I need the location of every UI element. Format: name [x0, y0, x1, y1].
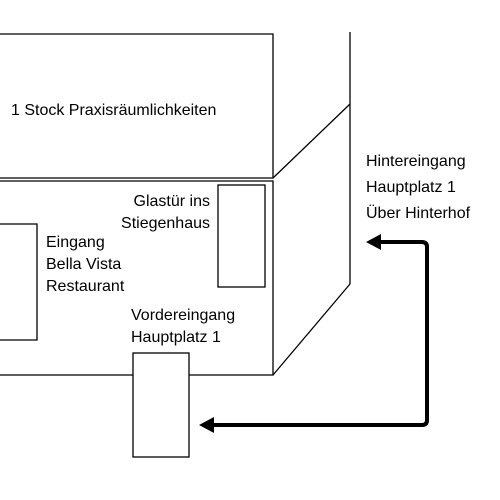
front-entrance-rect [132, 352, 190, 458]
upper-floor-outline [0, 33, 274, 179]
glass-door-label-line: Stiegenhaus [121, 215, 210, 232]
front-entrance-label-line: Vordereingang [131, 307, 236, 324]
restaurant-entrance-label-line: Eingang [46, 234, 105, 251]
glass-door-label: Glastür ins Stiegenhaus [121, 191, 210, 235]
restaurant-entrance-label-line: Restaurant [46, 278, 125, 295]
route-arrow-head-front [199, 417, 214, 433]
restaurant-door-rect [0, 223, 38, 341]
side-wall-top-edge [272, 103, 351, 179]
front-entrance-label: Vordereingang Hauptplatz 1 [131, 305, 235, 349]
glass-door-rect [217, 184, 266, 288]
upper-floor-label: 1 Stock Praxisräumlichkeiten [11, 102, 217, 119]
route-arrow-line [212, 240, 429, 427]
route-arrow-head-rear [366, 234, 381, 250]
rear-entrance-label-line: Hintereingang [366, 153, 466, 170]
glass-door-label-line: Glastür ins [133, 193, 210, 210]
rear-entrance-label-line: Über Hinterhof [366, 205, 471, 222]
restaurant-entrance-label-line: Bella Vista [46, 256, 122, 273]
front-entrance-label-line: Hauptplatz 1 [131, 329, 221, 346]
restaurant-entrance-label: Eingang Bella Vista Restaurant [46, 232, 124, 298]
side-wall-bottom-edge [272, 283, 351, 376]
rear-entrance-label: Hintereingang Hauptplatz 1 Über Hinterho… [366, 149, 470, 227]
rear-entrance-label-line: Hauptplatz 1 [366, 179, 456, 196]
